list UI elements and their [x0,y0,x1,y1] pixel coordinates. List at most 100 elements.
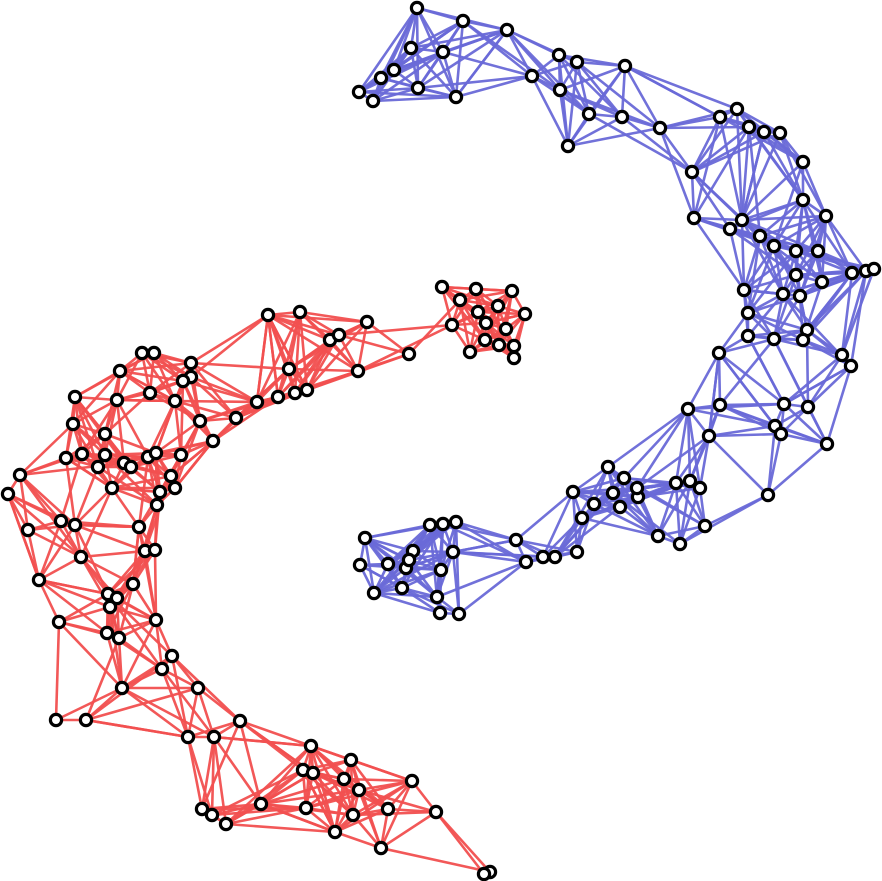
red-edge [304,806,355,817]
red-node [78,712,94,728]
red-edge [57,592,110,624]
red-node [345,807,361,823]
blue-edge [707,434,770,497]
blue-edge [740,131,782,222]
red-edge [181,379,202,423]
blue-node [616,470,632,486]
red-edge [170,654,190,739]
blue-node [429,589,445,605]
red-edge [301,768,337,834]
blue-node [756,124,772,140]
red-node [477,332,493,348]
red-node [152,484,168,500]
red-node [90,459,106,475]
blue-edge [746,292,785,338]
blue-edge [728,227,746,292]
blue-edge [772,273,798,341]
red-edge [309,744,414,783]
blue-node [680,401,696,417]
red-edge [356,320,369,373]
blue-edge [530,74,570,148]
red-edge [79,555,135,586]
red-node [299,382,315,398]
blue-edge [658,125,751,130]
red-node [343,752,359,768]
blue-node [433,562,449,578]
red-edge [57,620,124,690]
blue-edge [557,53,624,119]
red-node [67,517,83,533]
red-edge [160,667,190,739]
red-node [12,467,28,483]
blue-node [394,580,410,596]
red-node [147,542,163,558]
blue-node [843,358,859,374]
blue-edge [371,6,419,103]
red-edge [153,548,158,622]
blue-edge [620,64,627,119]
red-node [270,389,286,405]
red-node [373,840,389,856]
red-node [146,345,162,361]
blue-edge [707,351,721,438]
blue-node [834,347,850,363]
blue-node [552,82,568,98]
blue-edge [740,160,805,222]
blue-node [451,606,467,622]
blue-edge [372,591,442,615]
blue-node [574,510,590,526]
blue-edge [357,6,419,94]
blue-edge [658,126,696,220]
blue-edge [428,523,439,599]
blue-node [432,605,448,621]
blue-edge [782,402,829,446]
red-node [183,355,199,371]
blue-edge [772,198,805,248]
red-edge [304,777,346,810]
red-node [194,801,210,817]
blue-node [772,125,788,141]
red-edge [37,578,110,596]
blue-node [712,397,728,413]
blue-edge [707,432,783,438]
blue-node [800,399,816,415]
blue-node [712,109,728,125]
red-edge [120,686,216,739]
blue-edge [758,234,820,253]
blue-edge [439,520,458,572]
red-edge [342,777,414,783]
blue-node [357,530,373,546]
blue-edge [441,50,458,99]
red-node [281,361,297,377]
blue-node [788,243,804,259]
red-edge [238,719,263,806]
blue-node [551,47,567,63]
red-node [359,314,375,330]
red-edge [18,456,68,477]
blue-edge [674,407,690,485]
red-node [114,680,130,696]
red-edge [238,719,313,748]
red-node [444,317,460,333]
blue-node [560,138,576,154]
red-node [206,729,222,745]
blue-edge [758,214,828,238]
blue-node [565,484,581,500]
blue-edge [688,403,722,483]
red-node [498,321,514,337]
blue-edge [740,125,751,222]
red-node [292,304,308,320]
blue-edge [674,481,682,546]
blue-edge [718,402,786,407]
red-edge [120,686,190,739]
red-edge [298,310,341,337]
red-node [134,345,150,361]
red-node [112,363,128,379]
blue-edge [758,234,785,296]
blue-node [740,328,756,344]
red-edge [110,486,159,507]
red-node [164,648,180,664]
blue-edge [782,364,853,406]
blue-edge [454,520,461,616]
red-edge [293,310,302,395]
